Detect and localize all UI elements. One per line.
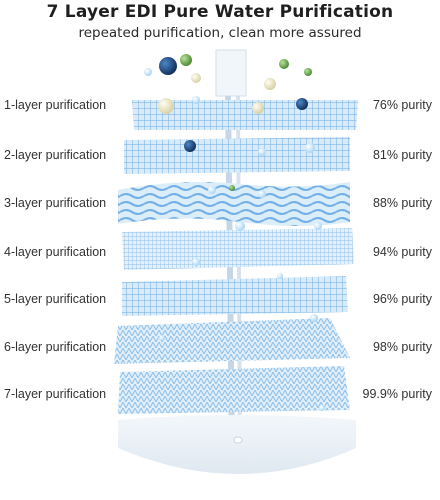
layer-label: 1-layer purification (4, 98, 107, 112)
filter-layer-2 (124, 137, 350, 174)
layer-purity: 88% purity (372, 196, 432, 210)
layer-label: 6-layer purification (4, 340, 107, 354)
layer-purity: 81% purity (372, 148, 432, 162)
filter-layer-5 (122, 276, 348, 316)
filter-layer-4 (122, 228, 354, 270)
layer-purity: 99.9% purity (362, 387, 432, 401)
impurity-particles (144, 54, 325, 411)
layer-purity: 76% purity (372, 98, 432, 112)
layer-label: 2-layer purification (4, 148, 107, 162)
layer-purity: 96% purity (372, 292, 432, 306)
layer-label: 5-layer purification (4, 292, 107, 306)
layer-label: 7-layer purification (4, 387, 107, 401)
page-subtitle: repeated purification, clean more assure… (78, 25, 362, 41)
filter-layer-6 (114, 318, 350, 364)
filter-layer-7 (118, 366, 350, 414)
layer-purity: 94% purity (372, 245, 432, 259)
layer-label: 4-layer purification (4, 245, 107, 259)
page-title: 7 Layer EDI Pure Water Purification (46, 2, 394, 22)
clean-water-basin (118, 415, 356, 474)
layer-purity: 98% purity (372, 340, 432, 354)
layer-label: 3-layer purification (4, 196, 107, 210)
filter-layer-3 (118, 182, 350, 226)
